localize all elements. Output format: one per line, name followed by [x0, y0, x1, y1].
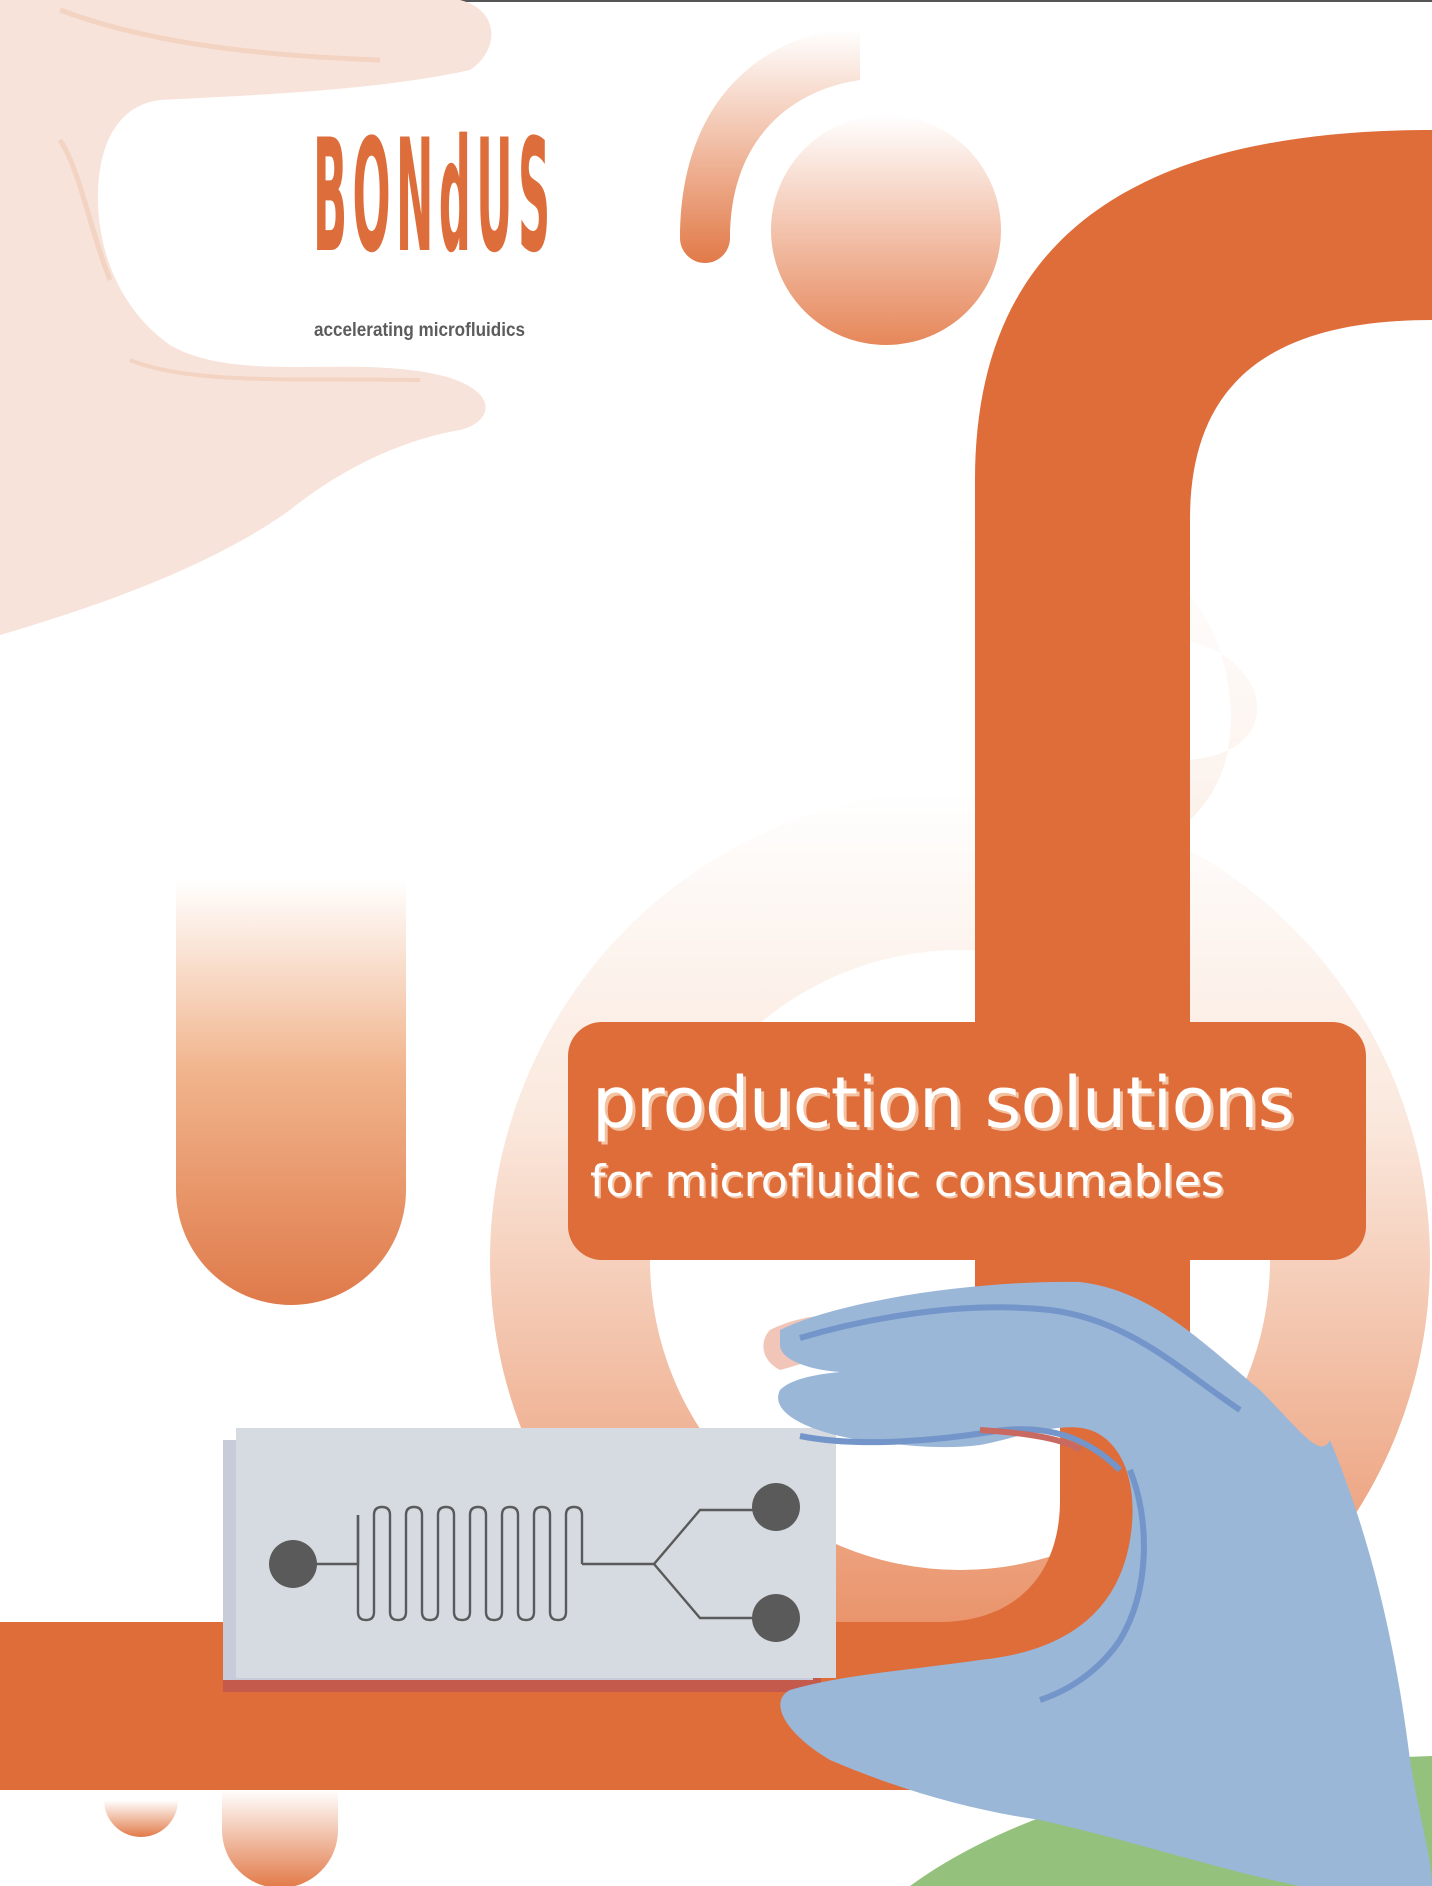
brand-tagline: accelerating microfluidics [314, 320, 525, 341]
microfluidic-chip-icon [223, 1428, 836, 1692]
small-drop-left [104, 1800, 178, 1837]
gradient-tube [176, 880, 406, 1305]
headline-subtitle: for microfluidic consumables [590, 1156, 1224, 1207]
top-border-line [0, 0, 1432, 2]
brand-logo: BONdUS [313, 104, 556, 287]
gradient-ball [771, 115, 1001, 345]
headline-title: production solutions [592, 1062, 1294, 1144]
small-drop-center [222, 1790, 338, 1886]
hand-holding-icon [0, 0, 492, 635]
gradient-hook [680, 30, 860, 263]
headline-box [568, 1022, 1366, 1260]
gloved-hand-icon [763, 1281, 1432, 1886]
